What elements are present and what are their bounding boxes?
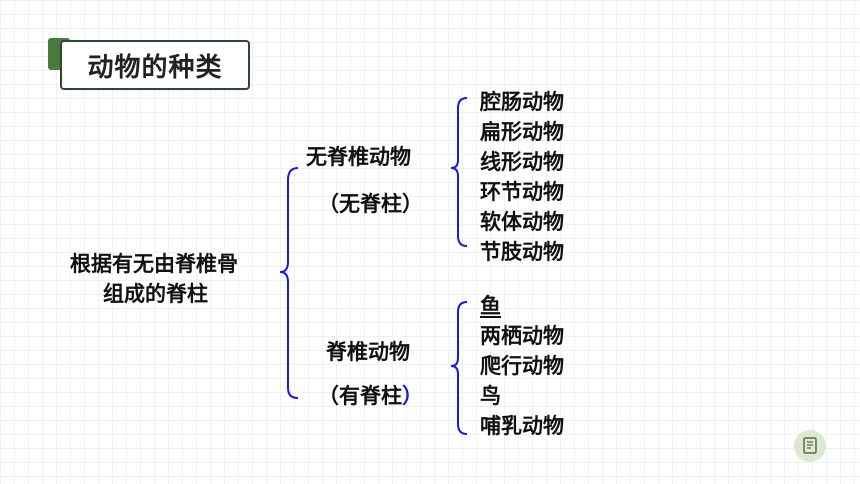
list-item: 软体动物	[480, 210, 564, 234]
list-item: 鱼	[480, 294, 501, 318]
list-item: 扁形动物	[480, 120, 564, 144]
book-icon	[803, 437, 817, 454]
list-item: 爬行动物	[480, 354, 564, 378]
list-item: 节肢动物	[480, 240, 564, 264]
group-invertebrate-name: 无脊椎动物	[306, 145, 411, 169]
title-box: 动物的种类	[60, 40, 250, 90]
list-item: 腔肠动物	[480, 90, 564, 114]
list-item: 环节动物	[480, 180, 564, 204]
vertebrate-list: 鱼 两栖动物 爬行动物 鸟 哺乳动物	[480, 291, 564, 441]
vertebrate-brace	[450, 301, 468, 435]
group-vertebrate-note-close: ）	[402, 384, 423, 408]
group-vertebrate-note-open: （有脊柱	[318, 384, 402, 408]
page-title: 动物的种类	[87, 52, 223, 83]
main-brace	[279, 167, 299, 399]
root-label-line1: 根据有无由脊椎骨	[70, 252, 238, 276]
group-vertebrate-note: （有脊柱）	[318, 380, 423, 410]
list-item: 哺乳动物	[480, 414, 564, 438]
invertebrate-brace	[450, 97, 468, 247]
group-invertebrate-note: （无脊柱）	[318, 192, 423, 216]
list-item: 两栖动物	[480, 324, 564, 348]
invertebrate-list: 腔肠动物 扁形动物 线形动物 环节动物 软体动物 节肢动物	[480, 87, 564, 267]
group-vertebrate-name: 脊椎动物	[326, 340, 410, 364]
corner-book-button[interactable]	[794, 430, 826, 462]
list-item: 鸟	[480, 384, 501, 408]
list-item: 线形动物	[480, 150, 564, 174]
root-label-line2: 组成的脊柱	[103, 282, 208, 306]
